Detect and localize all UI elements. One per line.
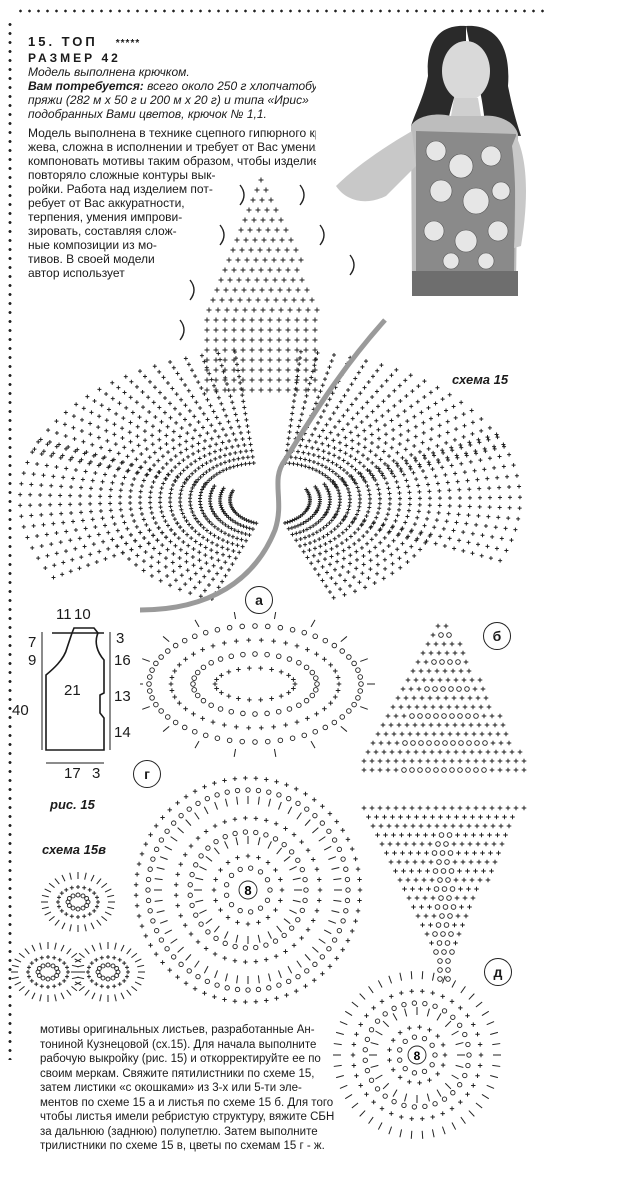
dim-top-left: 11 bbox=[56, 606, 72, 623]
intro-line: Модель выполнена в технике сцепного гипю… bbox=[28, 126, 332, 140]
header: 15. ТОП***** РАЗМЕР 42 Модель выполнена … bbox=[28, 34, 388, 121]
figure-15-label: рис. 15 bbox=[50, 797, 95, 812]
instructions-line: своим меркам. Свяжите пятилистники по сх… bbox=[40, 1067, 315, 1080]
scheme-g-diagram bbox=[140, 612, 375, 757]
scheme-15v-label: схема 15в bbox=[42, 842, 106, 857]
instructions-line: ментов по схеме 15 а и листья по схеме 1… bbox=[40, 1096, 334, 1109]
instructions-line: чтобы листья имели ребристую структуру, … bbox=[40, 1111, 335, 1123]
difficulty-stars: ***** bbox=[115, 38, 141, 49]
intro-line: ройки. Работа над изделием пот- bbox=[28, 182, 213, 196]
model-note: Модель выполнена крючком. bbox=[28, 65, 190, 79]
dim-right-13: 13 bbox=[114, 688, 131, 705]
scheme-15-label: схема 15 bbox=[452, 372, 509, 387]
left-dotted-border bbox=[6, 20, 14, 1060]
dim-left-7: 7 bbox=[28, 634, 37, 651]
model-photo bbox=[316, 16, 526, 296]
circle-label-a: а bbox=[245, 586, 273, 614]
circle-label-b: б bbox=[483, 622, 511, 650]
small-round-motif-diagram: 8 bbox=[333, 971, 501, 1139]
scheme-b-diagram bbox=[361, 623, 527, 982]
intro-line: ребует от Вас аккуратности, bbox=[28, 196, 185, 210]
dim-center-21: 21 bbox=[64, 682, 81, 699]
instructions-line: рабочую выкройку (рис. 15) и откорректир… bbox=[40, 1053, 321, 1065]
instructions-line: тониной Кузнецовой (сх.15). Для начала в… bbox=[40, 1038, 317, 1051]
dim-bottom-17: 17 bbox=[64, 765, 81, 782]
intro-line: тивов. В своей модели bbox=[28, 252, 155, 266]
intro-line: повторяло сложные контуры вык- bbox=[28, 168, 216, 182]
motif-center-label: 8 bbox=[244, 883, 251, 898]
instructions-line: за дальнюю (заднюю) полупетлю. Затем вып… bbox=[40, 1125, 318, 1138]
materials: Вам потребуется: всего около 250 г хлопч… bbox=[28, 79, 378, 121]
round-motif-diagram: 8 bbox=[133, 775, 363, 1005]
instructions-line: затем листики «с окошками» из 3-х или 5-… bbox=[40, 1082, 302, 1094]
intro-text: Модель выполнена в технике сцепного гипю… bbox=[28, 126, 348, 280]
title: 15. ТОП***** bbox=[28, 34, 141, 49]
dim-top-right: 10 bbox=[74, 606, 91, 623]
dim-left-9: 9 bbox=[28, 652, 37, 669]
materials-label: Вам потребуется: bbox=[28, 79, 144, 93]
motif-center-label: 8 bbox=[414, 1049, 421, 1063]
intro-line: автор использует bbox=[28, 266, 125, 280]
scheme-15-diagram bbox=[18, 177, 522, 613]
intro-line: терпения, умения импрови- bbox=[28, 210, 183, 224]
dim-right-14: 14 bbox=[114, 724, 131, 741]
intro-line: зировать, составляя слож- bbox=[28, 224, 177, 238]
instructions-line: мотивы оригинальных листьев, разработанн… bbox=[40, 1024, 315, 1036]
intro-line: ные композиции из мо- bbox=[28, 238, 157, 252]
intro-line: компоновать мотивы таким образом, чтобы … bbox=[28, 154, 320, 168]
size-line: РАЗМЕР 42 bbox=[28, 51, 121, 65]
top-dotted-rule bbox=[16, 8, 546, 14]
instructions-text: мотивы оригинальных листьев, разработанн… bbox=[40, 1023, 338, 1154]
materials-text: всего около 250 г хлопчатобумажной пряжи… bbox=[28, 79, 361, 121]
dim-left-40: 40 bbox=[12, 702, 29, 719]
circle-label-d: д bbox=[484, 958, 512, 986]
dim-right-3: 3 bbox=[116, 630, 125, 647]
intro-line: жева, сложна в исполнении и требует от В… bbox=[28, 140, 322, 154]
circle-label-g: г bbox=[133, 760, 161, 788]
dim-right-16: 16 bbox=[114, 652, 131, 669]
dim-bottom-3: 3 bbox=[92, 765, 101, 782]
scheme-15v-diagram bbox=[11, 872, 145, 1002]
instructions-line: трилистники по схеме 15 в, цветы по схем… bbox=[40, 1140, 325, 1152]
pattern-figure bbox=[41, 627, 111, 764]
